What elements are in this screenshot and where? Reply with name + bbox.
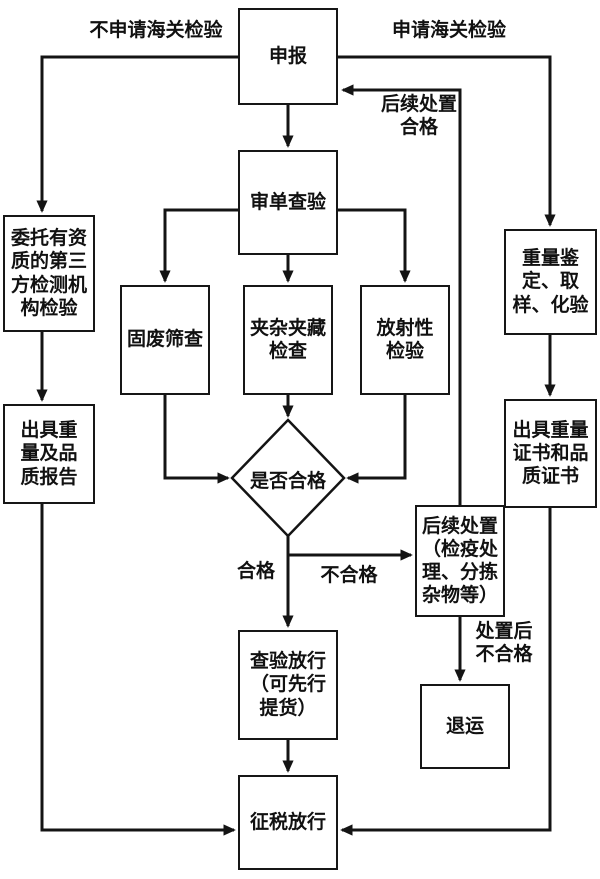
edge-followup-back-to-declare (341, 84, 462, 505)
node-weight-appraisal: 重量鉴定、取样、化验 (504, 229, 597, 335)
edge-declare-to-third-party (36, 55, 238, 213)
node-tax-release: 征税放行 (238, 775, 338, 870)
edge-radioactive-to-decision (346, 395, 407, 484)
edge-declare-to-weight-appraisal (338, 55, 556, 227)
node-inspection-release: 查验放行（可先行提货） (238, 630, 338, 740)
edge-review-to-solid-waste (159, 208, 238, 283)
edge-label-no-customs-inspection: 不申请海关检验 (89, 20, 223, 41)
edge-label-followup-qualified: 后续处置 合格 (380, 94, 457, 139)
node-followup-disposal: 后续处置（检疫处理、分拣杂物等） (415, 505, 505, 617)
node-radioactive-inspection: 放射性检验 (360, 285, 450, 395)
node-solid-waste-screening: 固废筛查 (120, 285, 210, 395)
decision-diamond (230, 418, 346, 538)
node-concealment-check: 夹杂夹藏检查 (243, 285, 333, 395)
edge-report-to-tax (40, 504, 236, 836)
node-declare: 申报 (238, 8, 338, 105)
node-third-party-inspection: 委托有资质的第三方检测机构检验 (3, 215, 95, 332)
edge-label-customs-inspection: 申请海关检验 (391, 20, 506, 41)
edge-label-after-disposal-not-qualified: 处置后 不合格 (475, 621, 533, 666)
edge-certificates-to-tax (340, 508, 552, 836)
node-qualified-decision: 是否合格 (249, 471, 326, 492)
edge-label-qualified: 合格 (236, 561, 275, 582)
edge-solid-waste-to-decision (163, 395, 230, 484)
node-weight-quality-report: 出具重量及品质报告 (3, 404, 95, 504)
node-doc-review: 审单查验 (238, 150, 338, 255)
edge-label-not-qualified: 不合格 (320, 565, 378, 586)
node-weight-quality-certificates: 出具重量证书和品质证书 (504, 399, 597, 508)
edge-review-to-radioactive (338, 208, 411, 283)
node-return-shipment: 退运 (420, 684, 510, 769)
